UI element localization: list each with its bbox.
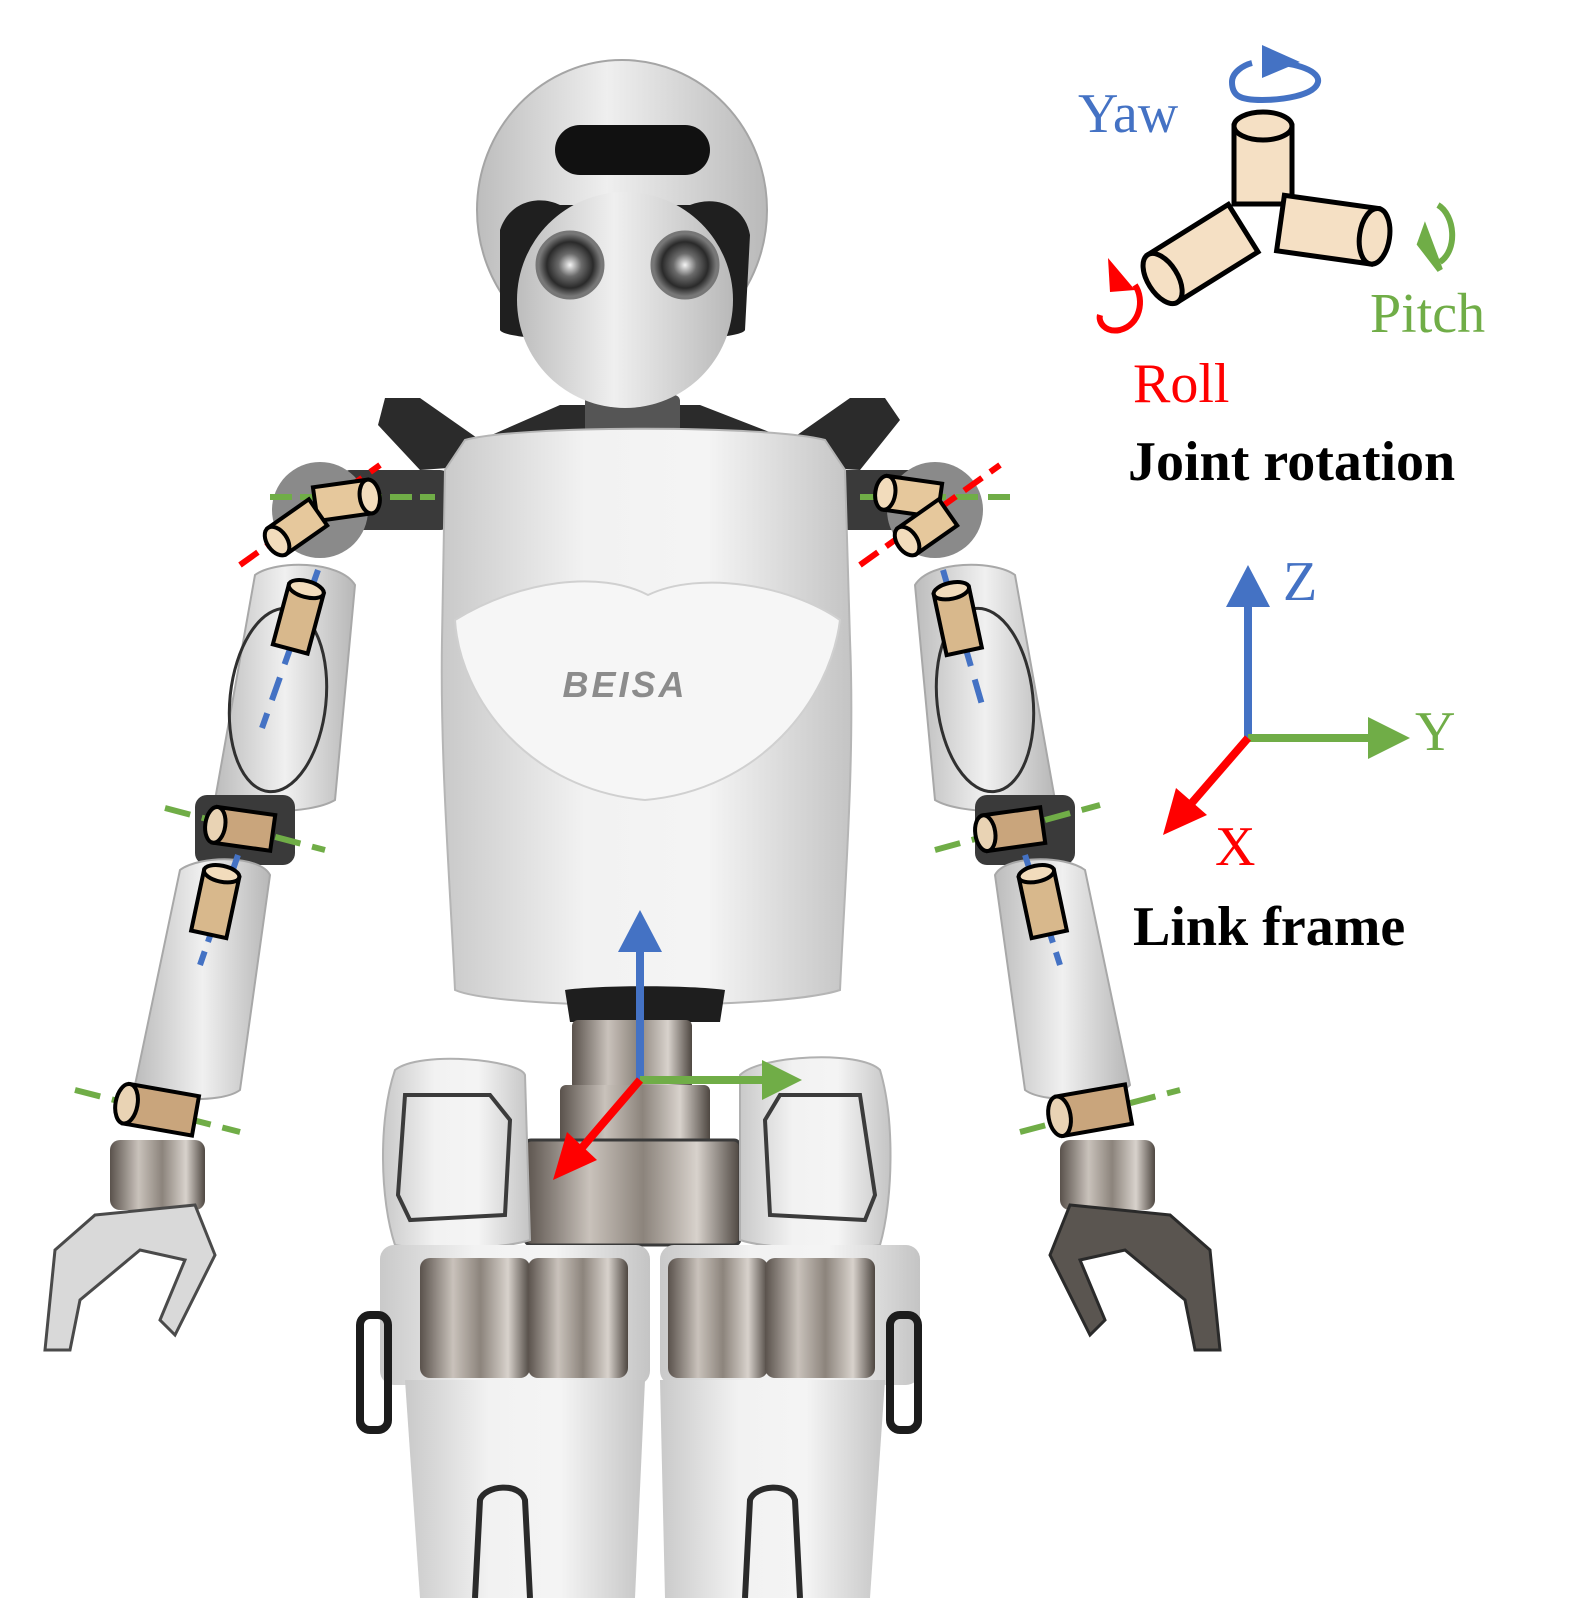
right-upper-arm-yaw-axis (940, 569, 988, 716)
cylinder-joint-icon (1016, 863, 1070, 941)
right-thigh-motor-b (765, 1258, 875, 1378)
cylinder-joint-icon (1046, 1082, 1135, 1139)
joint-rotation-legend: Yaw Pitch Roll Joint rotation (1078, 45, 1485, 493)
base-frame-y-arrowhead (762, 1060, 802, 1100)
roll-rotation-arrowhead (1108, 258, 1135, 292)
right-wrist (1060, 1140, 1155, 1210)
robot-waist-band (565, 986, 725, 1022)
cylinder-joint-icon (203, 804, 278, 853)
left-knee-slot (472, 1484, 533, 1599)
joint-overlays (74, 462, 1181, 1180)
x-axis-label: X (1215, 816, 1255, 878)
roll-label: Roll (1133, 353, 1229, 415)
cylinder-joint-icon (188, 863, 242, 941)
right-thigh-strap (886, 1311, 922, 1434)
right-eye (650, 230, 720, 300)
roll-rotation-arrow-icon (1096, 283, 1143, 334)
z-axis-arrowhead (1226, 565, 1270, 607)
left-leg (405, 1380, 645, 1598)
z-axis-label: Z (1283, 551, 1317, 613)
torso-chest-panel (453, 580, 842, 802)
cylinder-joint-icon (1140, 200, 1262, 307)
yaw-label: Yaw (1078, 83, 1179, 145)
joint-rotation-caption: Joint rotation (1128, 431, 1455, 493)
cylinder-joint-icon (973, 805, 1048, 854)
left-thigh-motor-b (528, 1258, 628, 1378)
pitch-rotation-arrowhead (1416, 221, 1443, 272)
waist-actuator (572, 1020, 692, 1090)
robot: BEISA (43, 59, 1222, 1599)
base-frame-x-arrow (576, 1077, 644, 1153)
right-knee-slot (742, 1484, 803, 1599)
link-frame-caption: Link frame (1133, 896, 1405, 958)
cylinder-joint-icon (310, 477, 382, 524)
yaw-rotation-arrow-icon (1228, 59, 1322, 104)
robot-brand-logo: BEISA (562, 664, 687, 705)
yaw-rotation-arrowhead (1262, 45, 1300, 78)
cylinder-joint-icon (931, 580, 985, 658)
link-frame-legend: Z Y X Link frame (1133, 551, 1455, 958)
left-thigh-strap (356, 1311, 392, 1434)
right-shoulder-roll-axis (858, 462, 1002, 568)
pitch-label: Pitch (1370, 283, 1485, 345)
base-frame-x-arrowhead (553, 1132, 597, 1180)
left-thigh-motor-a (420, 1258, 530, 1378)
pelvis-frame (523, 1138, 742, 1247)
left-hip-panel (395, 1093, 513, 1223)
right-forearm (993, 858, 1132, 1100)
y-axis-arrowhead (1368, 717, 1410, 759)
left-wrist (110, 1140, 205, 1210)
robot-face (517, 192, 733, 408)
right-thigh-motor-a (668, 1258, 768, 1378)
helmet-visor-slot (555, 125, 710, 175)
cylinder-joint-icon (1231, 109, 1295, 207)
cylinder-joint-icon (262, 496, 330, 558)
waist-actuator-lower (560, 1085, 710, 1155)
cylinder-joint-icon (270, 578, 327, 657)
left-eye (535, 230, 605, 300)
right-hip-panel (762, 1093, 878, 1223)
base-frame-z-arrowhead (618, 910, 662, 952)
cylinder-joint-icon (113, 1081, 202, 1138)
cylinder-joint-icon (892, 496, 960, 558)
cylinder-joint-icon (1273, 192, 1393, 267)
y-axis-label: Y (1415, 701, 1455, 763)
left-gripper (43, 1203, 217, 1352)
pitch-rotation-arrow-icon (1436, 202, 1456, 265)
x-axis-arrow-icon (1186, 735, 1252, 808)
x-axis-arrowhead (1163, 788, 1207, 835)
right-gripper (1048, 1203, 1222, 1352)
